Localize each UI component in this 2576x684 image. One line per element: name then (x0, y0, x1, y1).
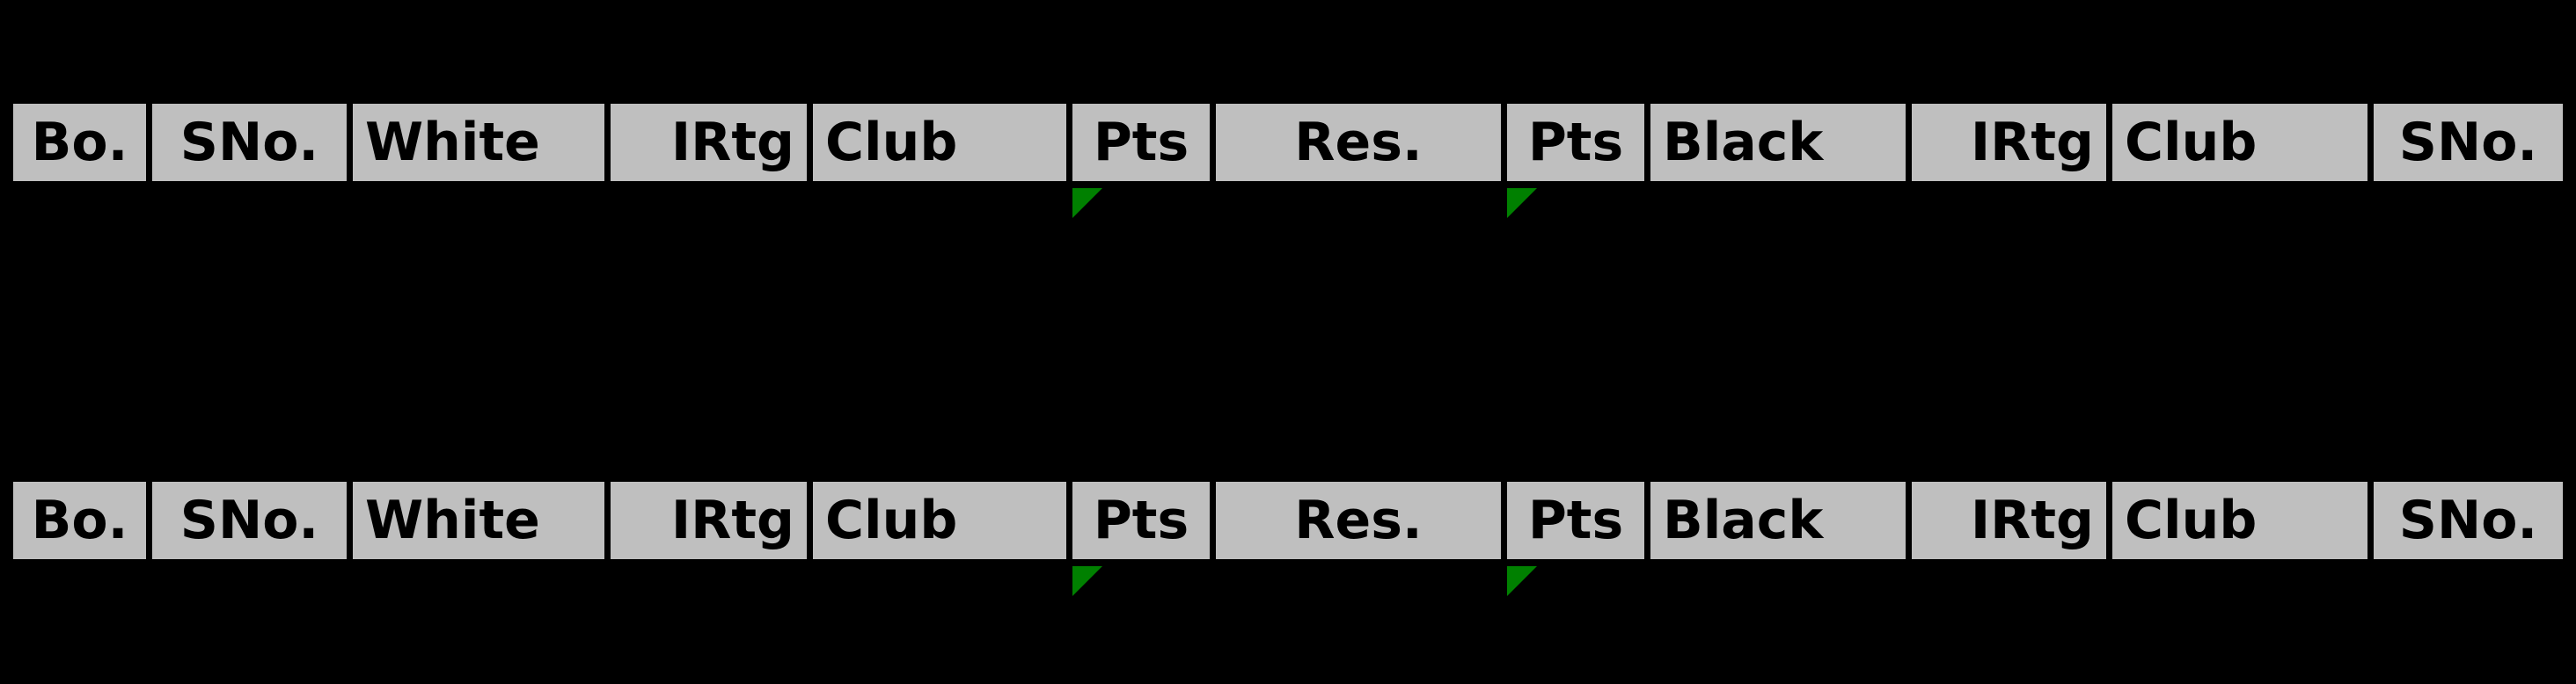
column-header-label: White (365, 112, 540, 173)
column-header-white[interactable]: White (353, 475, 611, 566)
column-header-bo[interactable]: Bo. (7, 97, 152, 188)
sort-descending-icon (1507, 566, 1537, 596)
sort-descending-icon (1507, 188, 1537, 218)
column-header-sno[interactable]: SNo. (152, 475, 353, 566)
column-header-label: Pts (1527, 112, 1624, 173)
column-header-label: Club (825, 490, 958, 551)
column-header-club-white[interactable]: Club (813, 97, 1072, 188)
column-header-sno-black[interactable]: SNo. (2374, 475, 2569, 566)
column-header-club-white[interactable]: Club (813, 475, 1072, 566)
sort-descending-icon (1072, 566, 1102, 596)
column-header-pts-black[interactable]: Pts (1507, 97, 1650, 218)
column-header-label: Bo. (31, 112, 128, 173)
column-header-label: SNo. (2398, 490, 2538, 551)
column-header-label: SNo. (2398, 112, 2538, 173)
column-header-label: Black (1663, 490, 1824, 551)
column-header-club-black[interactable]: Club (2112, 475, 2374, 566)
column-header-label: Club (825, 112, 958, 173)
column-header-irtg-white[interactable]: IRtg (611, 97, 813, 188)
column-header-label: Pts (1093, 490, 1189, 551)
table-header: Bo. SNo. White IRtg Club Pts (7, 97, 2569, 218)
column-header-label: White (365, 490, 540, 551)
column-header-label: Black (1663, 112, 1824, 173)
column-header-label: IRtg (1970, 490, 2094, 551)
table-header: Bo. SNo. White IRtg Club Pts (7, 475, 2569, 596)
pairing-table-bottom: Bo. SNo. White IRtg Club Pts (7, 475, 2569, 596)
table-header-row: Bo. SNo. White IRtg Club Pts (7, 475, 2569, 596)
column-header-label: Pts (1093, 112, 1189, 173)
column-header-irtg-black[interactable]: IRtg (1912, 475, 2112, 566)
column-header-pts-black[interactable]: Pts (1507, 475, 1650, 596)
column-header-irtg-black[interactable]: IRtg (1912, 97, 2112, 188)
column-header-black[interactable]: Black (1650, 97, 1912, 188)
column-header-label: IRtg (670, 490, 794, 551)
column-header-bo[interactable]: Bo. (7, 475, 152, 566)
column-header-sno-black[interactable]: SNo. (2374, 97, 2569, 188)
column-header-black[interactable]: Black (1650, 475, 1912, 566)
sort-descending-icon (1072, 188, 1102, 218)
column-header-label: Bo. (31, 490, 128, 551)
column-header-label: SNo. (179, 490, 319, 551)
column-header-label: IRtg (670, 112, 794, 173)
column-header-pts-white[interactable]: Pts (1072, 475, 1216, 596)
column-header-label: IRtg (1970, 112, 2094, 173)
column-header-irtg-white[interactable]: IRtg (611, 475, 813, 566)
column-header-label: SNo. (179, 112, 319, 173)
column-header-label: Res. (1294, 490, 1423, 551)
column-header-label: Pts (1527, 490, 1624, 551)
column-header-res[interactable]: Res. (1216, 475, 1507, 566)
column-header-sno[interactable]: SNo. (152, 97, 353, 188)
column-header-club-black[interactable]: Club (2112, 97, 2374, 188)
column-header-pts-white[interactable]: Pts (1072, 97, 1216, 218)
column-header-label: Res. (1294, 112, 1423, 173)
column-header-res[interactable]: Res. (1216, 97, 1507, 188)
column-header-white[interactable]: White (353, 97, 611, 188)
column-header-label: Club (2125, 112, 2258, 173)
table-header-row: Bo. SNo. White IRtg Club Pts (7, 97, 2569, 218)
column-header-label: Club (2125, 490, 2258, 551)
pairing-table-top: Bo. SNo. White IRtg Club Pts (7, 97, 2569, 218)
